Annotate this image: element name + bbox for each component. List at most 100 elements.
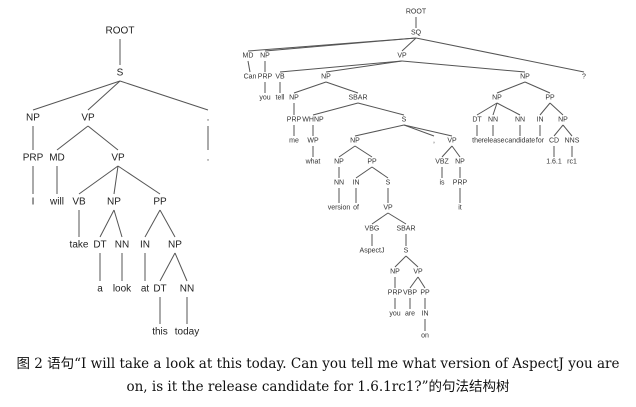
- tree2-node-vb: VB: [275, 74, 285, 81]
- tree2-node-nns: NNS: [565, 138, 580, 145]
- tree1-node-nn1: NN: [115, 240, 129, 251]
- tree2-node-aspectj: AspectJ: [360, 248, 385, 255]
- tree2-edge: [371, 166, 389, 179]
- tree2-node-sbar2: SBAR: [396, 226, 415, 233]
- caption-line-1: 图 2 语句“I will take a look at this today.…: [16, 356, 620, 372]
- tree1-node-today: today: [175, 327, 199, 338]
- tree1-node-vb1: VB: [72, 197, 86, 208]
- tree1-edge: [113, 209, 123, 238]
- tree2-edge: [338, 145, 356, 158]
- tree2-edge: [312, 102, 359, 116]
- tree2-node-release: release: [482, 138, 505, 145]
- tree2-edge: [394, 255, 407, 268]
- tree1-node-nn2: NN: [180, 284, 194, 295]
- tree2-node-vbg: VBG: [365, 226, 380, 233]
- tree2-node-nn1: NN: [334, 180, 344, 187]
- tree1-node-np3: NP: [168, 240, 182, 251]
- tree1-edge: [32, 80, 121, 111]
- tree1-node-vp2: VP: [111, 153, 125, 164]
- tree2-node-prp4: PRP: [453, 180, 468, 187]
- tree2-node-np7: NP: [455, 159, 465, 166]
- tree1-edge: [56, 125, 89, 151]
- tree1-edge: [87, 125, 119, 151]
- tree2-node-version: version: [328, 205, 351, 212]
- tree2-node-np5: NP: [334, 159, 344, 166]
- tree2-node-np6: NP: [390, 269, 400, 276]
- tree2-node-you2: you: [389, 311, 400, 318]
- tree2-node-v161: 1.6.1: [546, 159, 562, 166]
- tree1-node-this: this: [152, 327, 168, 338]
- tree2-edge: [539, 102, 551, 116]
- tree2-edge: [441, 145, 453, 158]
- tree2-edge: [325, 60, 403, 73]
- tree2-node-in3: IN: [537, 117, 544, 124]
- tree1-edges: [32, 39, 209, 324]
- tree2-edge: [401, 60, 526, 73]
- tree2-edge: [562, 124, 573, 137]
- tree1-node-md1: MD: [49, 153, 65, 164]
- tree2-edge: [417, 276, 426, 289]
- tree2-node-np8: NP: [492, 95, 502, 102]
- tree2-edge: [401, 37, 417, 52]
- tree1-edge: [87, 80, 121, 111]
- tree1-node-at: at: [141, 284, 150, 295]
- tree2-edge: [357, 102, 405, 116]
- tree2-edge: [496, 81, 526, 94]
- tree2-node-vp1: VP: [397, 53, 407, 60]
- tree2-node-nn2: NN: [488, 117, 498, 124]
- tree2-node-sbar1: SBAR: [348, 95, 367, 102]
- tree2-node-prp2: PRP: [287, 117, 302, 124]
- tree2-edges: [247, 17, 585, 331]
- caption-line-2: on, is it the release candidate for 1.6.…: [126, 379, 510, 395]
- tree2-node-it: it: [458, 205, 462, 212]
- tree2-edge: [403, 124, 435, 137]
- tree2-edge: [354, 124, 405, 137]
- tree1-node-np1: NP: [26, 113, 40, 124]
- tree2-node-s2: S: [386, 180, 391, 187]
- tree1-node-will: will: [49, 197, 64, 208]
- tree2-node-q: ?: [582, 74, 586, 81]
- tree2-node-vbp: VBP: [403, 290, 417, 297]
- tree2-node-pp2: PP: [420, 290, 430, 297]
- tree2-node-in2: IN: [422, 311, 429, 318]
- tree2-node-candidate: candidate: [505, 138, 535, 145]
- tree2-node-vp4: VP: [447, 138, 457, 145]
- tree2-node-can: Can: [244, 74, 257, 81]
- tree2-node-pp1: PP: [367, 159, 377, 166]
- tree2-edge: [403, 124, 453, 137]
- tree2-node-prp3: PRP: [388, 290, 403, 297]
- tree2-node-np1: NP: [260, 53, 270, 60]
- tree2-edge: [409, 276, 419, 289]
- tree2-node-what: what: [305, 159, 321, 166]
- tree2-node-wp: WP: [307, 138, 319, 145]
- tree1-node-s: S: [117, 68, 124, 79]
- tree2-node-of: of: [353, 205, 359, 212]
- tree1-node-dt1: DT: [93, 240, 106, 251]
- tree2-node-np2: NP: [321, 74, 331, 81]
- tree2-node-the: the: [472, 138, 482, 145]
- tree2-node-whnp: WHNP: [302, 117, 324, 124]
- tree1-edge: [159, 209, 176, 238]
- tree2-edge: [371, 212, 389, 225]
- tree2-node-s1: S: [402, 117, 407, 124]
- tree2-edge: [355, 166, 373, 179]
- tree2-node-s3: S: [404, 248, 409, 255]
- tree2-node-dt: DT: [472, 117, 482, 124]
- tree2-node-pp3: PP: [545, 95, 555, 102]
- tree2-node-vbz: VBZ: [435, 159, 449, 166]
- tree2-edge: [405, 255, 419, 268]
- tree2-node-in1: IN: [353, 180, 360, 187]
- tree1-node-np2: NP: [107, 197, 121, 208]
- tree2-edge: [549, 102, 564, 116]
- tree2-edge: [496, 102, 521, 116]
- tree2-node-np_r: NP: [520, 74, 530, 81]
- tree1-node-look: look: [113, 284, 132, 295]
- tree1-node-dot1w: .: [207, 153, 210, 164]
- tree2-node-are: are: [405, 311, 415, 318]
- tree2-edge: [354, 145, 373, 158]
- tree2-edge: [264, 37, 417, 52]
- tree2-node-for: for: [536, 138, 545, 145]
- tree2-node-root: ROOT: [406, 9, 427, 16]
